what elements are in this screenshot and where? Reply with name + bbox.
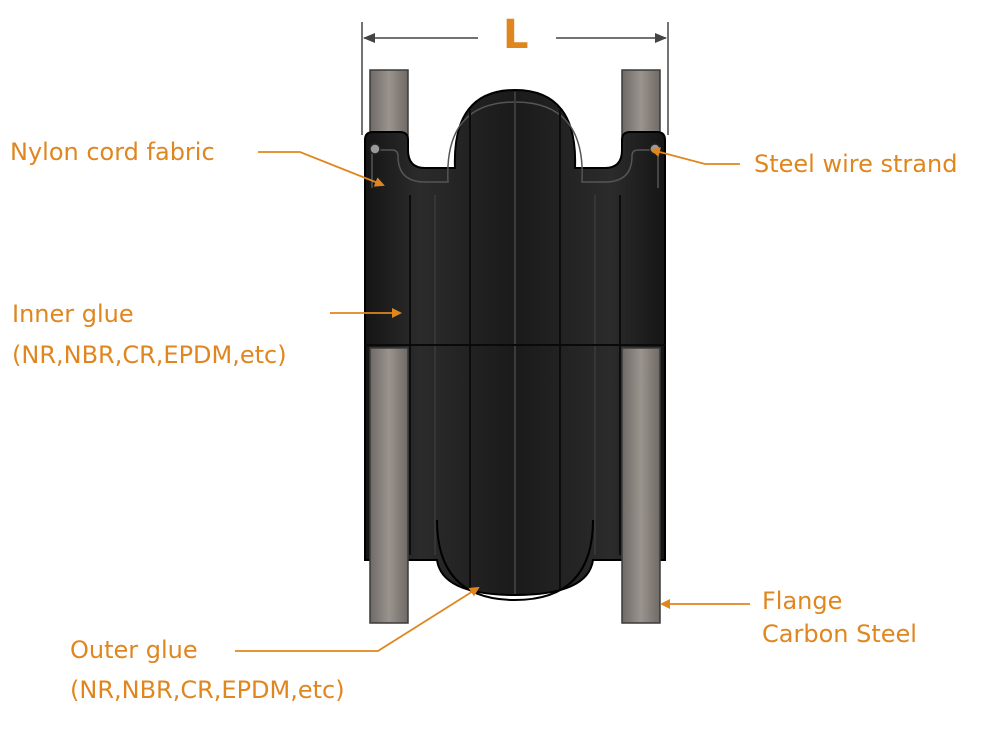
annotation-leaders bbox=[235, 147, 750, 652]
leader-outer-glue bbox=[235, 586, 480, 652]
leader-nylon-cord-fabric bbox=[258, 151, 385, 187]
leader-steel-wire-strand bbox=[650, 147, 740, 165]
rubber-body bbox=[364, 88, 666, 602]
dimension-l-marker bbox=[361, 22, 669, 135]
label-inner-glue-materials: (NR,NBR,CR,EPDM,etc) bbox=[12, 341, 287, 369]
lower-flange-plates bbox=[369, 347, 661, 624]
label-steel-wire-strand: Steel wire strand bbox=[754, 150, 958, 178]
label-inner-glue: Inner glue bbox=[12, 300, 134, 328]
label-outer-glue-materials: (NR,NBR,CR,EPDM,etc) bbox=[70, 676, 345, 704]
label-flange: Flange bbox=[762, 587, 843, 615]
label-outer-glue: Outer glue bbox=[70, 636, 198, 664]
label-nylon-cord-fabric: Nylon cord fabric bbox=[10, 138, 215, 166]
dimension-label-l: L bbox=[503, 12, 529, 58]
label-flange-material: Carbon Steel bbox=[762, 620, 917, 648]
